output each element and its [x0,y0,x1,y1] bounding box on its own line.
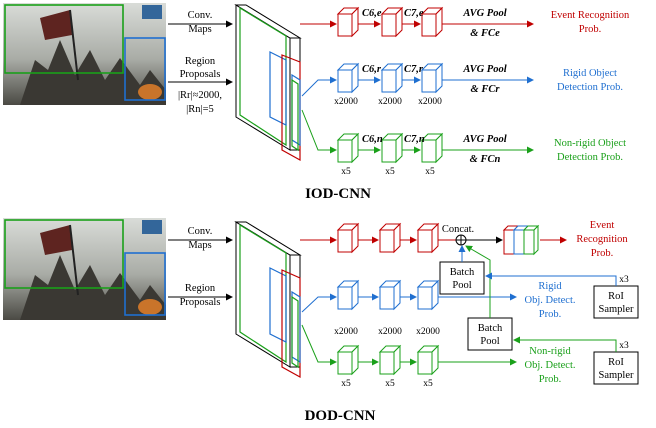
nonrigid-output-2: Detection Prob. [557,152,623,163]
x5-label-3: x5 [425,167,435,177]
input-photo-top [3,3,166,105]
x5-label-b1: x5 [341,379,351,389]
event-output-b2: Recognition [576,234,628,245]
nonrigid-output-b2: Obj. Detect. [524,360,575,371]
roi-sampler-label-1b: Sampler [599,304,634,315]
nonrigid-branch-top: C6,n C7,n x5 x5 x5 AVG Pool & FCn Non-ri… [336,132,626,177]
x5-label-b3: x5 [423,379,433,389]
c7r-label: C7,r [404,64,424,75]
c6e-label: C6,e [362,8,382,19]
nonrigid-output-1: Non-rigid Object [554,138,626,149]
x5-label-2: x5 [385,167,395,177]
rr-count: |Rr|≈2000, [178,90,222,101]
x2000-label-b3: x2000 [416,327,440,337]
roi-sampler-rigid: RoI Sampler x3 [485,272,639,319]
region-proposals-label-b1: Region [185,283,216,294]
fcr-label: & FCr [471,84,501,95]
dod-cnn-title: DOD-CNN [305,408,376,424]
event-output-b3: Prob. [591,248,613,259]
region-proposals-label-1: Region [185,56,216,67]
rigid-output-b1: Rigid [538,281,562,292]
avg-pool-label-n: AVG Pool [462,134,506,145]
nonrigid-branch-bottom: x5 x5 x5 Non-rigid Obj. Detect. Prob. [336,344,576,389]
x5-label-b2: x5 [385,379,395,389]
c6n-label: C6,n [362,134,383,145]
batch-pool-nonrigid: Batch Pool [465,245,513,351]
region-proposals-label-b2: Proposals [180,297,221,308]
x2000-label-b1: x2000 [334,327,358,337]
roi-sampler-label-1a: RoI [608,291,624,302]
fcn-label: & FCn [470,154,501,165]
rigid-branch-top: C6,r C7,r x2000 x2000 x2000 AVG Pool & F… [334,62,623,107]
nonrigid-output-b1: Non-rigid [529,346,571,357]
batch-pool-label-1a: Batch [450,267,475,278]
x2000-label-b2: x2000 [378,327,402,337]
conv-maps-label-b2: Maps [188,240,211,251]
x2000-label-3: x2000 [418,97,442,107]
input-photo-bottom [3,218,166,320]
rn-count: |Rn|=5 [186,104,214,115]
x2000-label-2: x2000 [378,97,402,107]
rigid-branch-bottom: x2000 x2000 x2000 Rigid Obj. Detect. Pro… [334,279,576,337]
c7n-label: C7,n [404,134,425,145]
rigid-output-b2: Obj. Detect. [524,295,575,306]
c7e-label: C7,e [404,8,424,19]
nonrigid-output-b3: Prob. [539,374,561,385]
rigid-output-b3: Prob. [539,309,561,320]
roi-sampler-label-2a: RoI [608,357,624,368]
batch-pool-label-2b: Pool [480,336,499,347]
c6r-label: C6,r [362,64,382,75]
roi-sampler-nonrigid: RoI Sampler x3 [513,336,639,385]
event-output-1: Event Recognition [551,10,630,21]
event-output-b1: Event [590,220,615,231]
batch-pool-label-1b: Pool [452,280,471,291]
roi-sampler-label-2b: Sampler [599,370,634,381]
x3-label-2: x3 [619,341,629,351]
rigid-output-2: Detection Prob. [557,82,623,93]
iod-cnn-title: IOD-CNN [305,186,371,202]
x5-label-1: x5 [341,167,351,177]
rigid-output-1: Rigid Object [563,68,617,79]
avg-pool-label-e: AVG Pool [462,8,506,19]
concat-label: Concat. [442,224,474,235]
conv-feature-maps-top [234,4,302,162]
dod-cnn-section: Conv. Maps Region Proposals [3,218,639,424]
x3-label-1: x3 [619,275,629,285]
batch-pool-label-2a: Batch [478,323,503,334]
conv-maps-label-b1: Conv. [188,226,213,237]
event-branch-top: C6,e C7,e AVG Pool & FCe Event Recogniti… [336,6,630,39]
conv-maps-label-2: Maps [188,24,211,35]
fce-label: & FCe [470,28,500,39]
batch-pool-rigid: Batch Pool [439,245,485,295]
conv-maps-label-1: Conv. [188,10,213,21]
x2000-label-1: x2000 [334,97,358,107]
event-branch-bottom: Concat. Event Recognition Prob. [336,220,628,259]
avg-pool-label-r: AVG Pool [462,64,506,75]
iod-cnn-section: Conv. Maps Region Proposals |Rr|≈2000, |… [3,3,630,202]
region-proposals-label-2: Proposals [180,69,221,80]
conv-feature-maps-bottom [234,221,302,379]
event-output-2: Prob. [579,24,601,35]
